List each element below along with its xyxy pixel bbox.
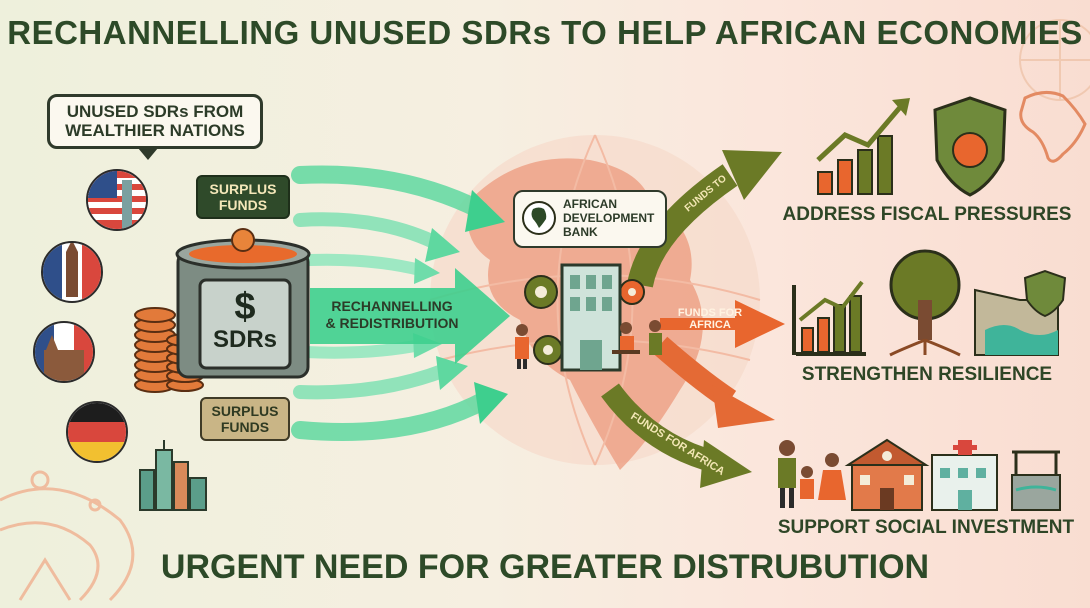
surplus-funds-top: SURPLUS FUNDS xyxy=(196,175,290,220)
page-title: RECHANNELLING UNUSED SDRs TO HELP AFRICA… xyxy=(7,14,1083,51)
mint-flow-arrows xyxy=(291,165,508,441)
surplus-top-line2: FUNDS xyxy=(218,197,268,214)
city-icon xyxy=(139,440,207,511)
bank-bubble: AFRICAN DEVELOPMENT BANK xyxy=(513,190,667,248)
redistribution-label: RECHANNELLING & REDISTRIBUTION xyxy=(322,298,462,332)
olive-arrow-top xyxy=(627,150,782,288)
surplus-top-line1: SURPLUS xyxy=(209,181,277,197)
orange-arrow-mid xyxy=(660,300,785,348)
bank-bubble-line3: BANK xyxy=(563,224,598,239)
bank-building-icon xyxy=(560,263,622,372)
pattern-decoration-right xyxy=(1019,19,1090,101)
olive-arrow-bottom xyxy=(601,383,752,488)
school-icon xyxy=(844,438,930,511)
outcome-fiscal-pressures: ADDRESS FISCAL PRESSURES xyxy=(782,204,1072,225)
vault-dollar-symbol: $ xyxy=(234,286,256,328)
label-funds-for-africa-mid-1: FUNDS FOR xyxy=(678,307,742,319)
outcome-strengthen-resilience: STRENGTHEN RESILIENCE xyxy=(801,364,1053,385)
outcome-social-investment: SUPPORT SOCIAL INVESTMENT xyxy=(777,517,1075,538)
pattern-decoration-left xyxy=(0,470,135,602)
vault-sdrs-label: SDRs xyxy=(212,326,278,353)
source-bubble-line1: UNUSED SDRs FROM xyxy=(66,102,244,121)
people-working-icon xyxy=(515,320,662,369)
bottom-title: URGENT NEED FOR GREATER DISTRUBUTION xyxy=(160,548,930,586)
surplus-bottom-line2: FUNDS xyxy=(220,419,270,436)
money-shield-icon xyxy=(933,96,1007,197)
germany-flag-icon xyxy=(66,401,128,463)
surplus-bottom-line1: SURPLUS xyxy=(211,403,279,419)
bank-logo-icon xyxy=(522,201,556,235)
source-bubble: UNUSED SDRs FROM WEALTHIER NATIONS xyxy=(47,94,263,150)
surplus-funds-bottom: SURPLUS FUNDS xyxy=(200,397,290,442)
source-bubble-tail xyxy=(138,148,158,160)
uk-flag-icon xyxy=(41,241,103,303)
tree-icon xyxy=(889,249,961,357)
dam-icon xyxy=(974,269,1067,356)
gear-icon xyxy=(524,275,645,365)
hospital-icon xyxy=(931,440,998,511)
main-redistribution-arrow xyxy=(310,268,510,364)
bank-bubble-line1: AFRICAN xyxy=(563,197,617,211)
france-flag-icon xyxy=(33,321,95,383)
orange-arrow-low xyxy=(652,336,775,428)
growth-chart-icon-top xyxy=(816,98,910,195)
family-icon xyxy=(778,440,846,508)
water-well-icon xyxy=(1011,450,1061,511)
vault-icon xyxy=(175,228,311,379)
growth-chart-icon-mid xyxy=(792,280,866,356)
africa-map-icon xyxy=(1019,91,1087,163)
bank-bubble-line2: DEVELOPMENT xyxy=(563,210,655,225)
redistribution-line1: RECHANNELLING xyxy=(331,298,453,314)
usa-flag-icon xyxy=(86,169,148,231)
redistribution-line2: & REDISTRIBUTION xyxy=(325,314,459,331)
label-funds-for-africa-mid-2: AFRICA xyxy=(689,319,731,331)
source-bubble-line2: WEALTHIER NATIONS xyxy=(65,120,245,140)
